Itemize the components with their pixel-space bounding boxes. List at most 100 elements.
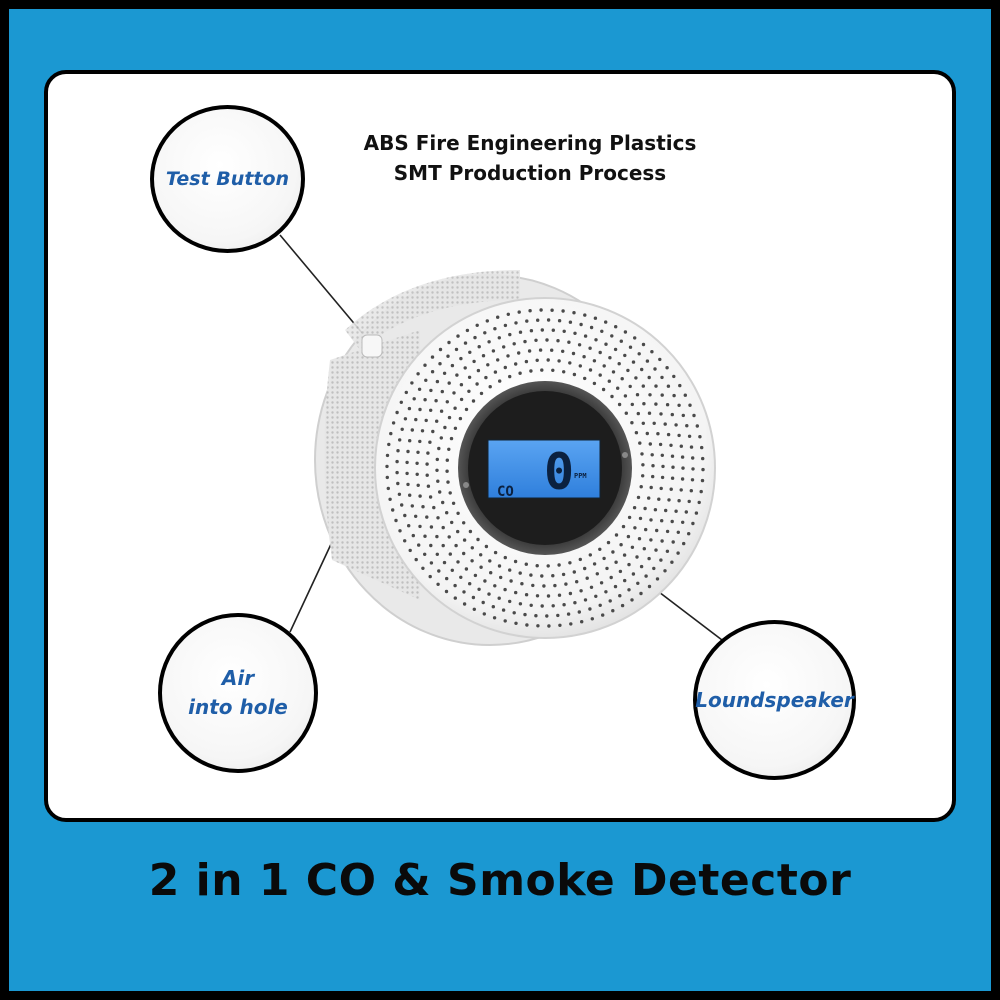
speaker-hole	[400, 503, 404, 507]
speaker-hole	[418, 494, 422, 498]
speaker-hole	[585, 576, 589, 580]
speaker-hole	[388, 497, 392, 501]
speaker-hole	[670, 560, 674, 564]
speaker-hole	[423, 363, 427, 367]
speaker-hole	[398, 438, 402, 442]
speaker-hole	[572, 372, 577, 377]
speaker-hole	[676, 530, 680, 534]
speaker-hole	[524, 562, 528, 566]
speaker-hole	[691, 456, 695, 460]
speaker-hole	[408, 493, 412, 497]
speaker-hole	[660, 375, 664, 380]
speaker-hole	[405, 460, 409, 465]
speaker-hole	[488, 559, 492, 563]
speaker-hole	[660, 539, 664, 543]
speaker-hole	[385, 475, 389, 480]
speaker-hole	[391, 508, 395, 512]
speaker-hole	[630, 421, 634, 425]
speaker-hole	[551, 604, 555, 608]
speaker-hole	[453, 426, 458, 430]
speaker-hole	[411, 533, 415, 538]
speaker-hole	[665, 366, 669, 370]
speaker-hole	[412, 397, 416, 401]
speaker-hole	[450, 520, 454, 525]
speaker-hole	[415, 472, 419, 476]
speaker-hole	[638, 441, 642, 445]
speaker-hole	[534, 614, 538, 618]
speaker-hole	[556, 339, 560, 343]
speaker-hole	[572, 570, 576, 574]
speaker-hole	[682, 541, 686, 546]
speaker-hole	[545, 614, 549, 618]
speaker-hole	[454, 543, 458, 548]
speaker-hole	[598, 373, 602, 377]
speaker-hole	[657, 497, 661, 501]
lcd-unit: PPM	[574, 472, 587, 480]
speaker-hole	[396, 481, 400, 486]
loudspeaker-callout: Loundspeaker	[693, 620, 856, 780]
speaker-hole	[435, 552, 439, 556]
speaker-hole	[583, 566, 587, 571]
speaker-hole	[623, 330, 628, 334]
speaker-hole	[438, 347, 443, 352]
speaker-hole	[546, 358, 550, 362]
speaker-hole	[472, 359, 476, 364]
speaker-hole	[447, 340, 451, 345]
speaker-hole	[650, 453, 654, 457]
speaker-hole	[502, 345, 506, 349]
speaker-hole	[476, 368, 481, 373]
speaker-hole	[661, 464, 665, 469]
speaker-hole	[540, 328, 544, 332]
speaker-hole	[512, 611, 516, 615]
speaker-hole	[498, 379, 502, 383]
speaker-hole	[636, 411, 640, 416]
speaker-hole	[529, 329, 534, 333]
speaker-hole	[493, 550, 498, 555]
speaker-hole	[648, 442, 652, 446]
speaker-hole	[439, 409, 444, 413]
speaker-hole	[644, 574, 648, 578]
air-hole-callout: Air into hole	[158, 613, 318, 773]
speaker-hole	[473, 573, 478, 578]
speaker-hole	[435, 419, 439, 423]
speaker-hole	[700, 478, 705, 483]
speaker-hole	[487, 592, 491, 596]
speaker-hole	[528, 309, 532, 313]
speaker-hole	[389, 431, 393, 436]
speaker-hole	[527, 349, 532, 353]
speaker-hole	[520, 582, 524, 586]
speaker-hole	[575, 580, 579, 584]
speaker-hole	[496, 358, 500, 362]
speaker-hole	[633, 526, 637, 530]
speaker-hole	[564, 582, 568, 586]
speaker-hole	[456, 511, 460, 515]
speaker-hole	[557, 359, 561, 363]
speaker-hole	[417, 543, 421, 547]
specs-line-1: ABS Fire Engineering Plastics	[363, 131, 697, 155]
speaker-hole	[580, 620, 584, 624]
speaker-hole	[697, 500, 701, 505]
speaker-hole	[447, 447, 451, 451]
speaker-hole	[617, 362, 621, 366]
speaker-hole	[436, 479, 440, 483]
speaker-hole	[484, 544, 489, 549]
speaker-hole	[486, 363, 490, 367]
speaker-hole	[648, 393, 652, 397]
speaker-hole	[618, 594, 622, 598]
speaker-hole	[445, 458, 449, 462]
speaker-hole	[683, 393, 687, 397]
speaker-hole	[676, 551, 680, 555]
speaker-hole	[475, 382, 479, 386]
speaker-hole	[647, 556, 651, 561]
speaker-hole	[573, 331, 577, 335]
speaker-hole	[647, 584, 652, 589]
speaker-hole	[447, 381, 451, 385]
speaker-hole	[473, 335, 477, 340]
speaker-hole	[652, 566, 656, 571]
speaker-hole	[652, 421, 656, 425]
speaker-hole	[647, 496, 651, 500]
speaker-hole	[462, 521, 466, 525]
speaker-hole	[687, 532, 691, 536]
speaker-hole	[489, 571, 493, 575]
speaker-hole	[631, 572, 636, 576]
